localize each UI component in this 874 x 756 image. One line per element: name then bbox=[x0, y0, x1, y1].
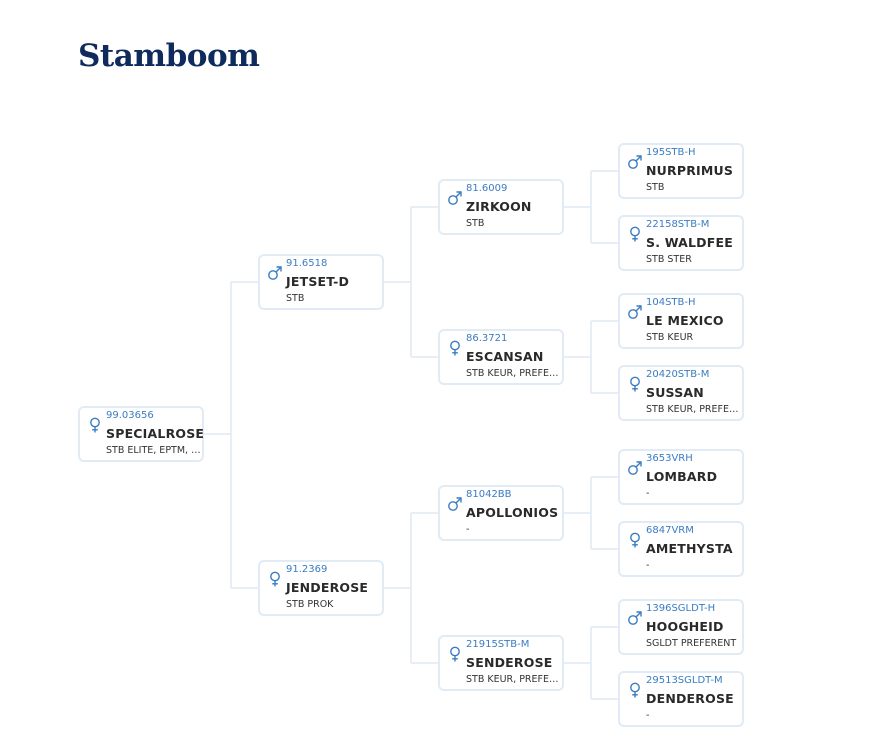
horse-name: ZIRKOON bbox=[466, 199, 532, 214]
male-icon bbox=[627, 460, 643, 476]
horse-name: DENDEROSE bbox=[646, 691, 734, 706]
registration-number: 22158STB-M bbox=[646, 219, 710, 230]
horse-card-ss-sire[interactable]: 195STB-H NURPRIMUS STB bbox=[618, 143, 744, 199]
female-icon bbox=[447, 646, 463, 662]
registration-number: 1396SGLDT-H bbox=[646, 603, 716, 614]
horse-name: ESCANSAN bbox=[466, 349, 544, 364]
connector-dam_dam bbox=[564, 626, 618, 700]
female-icon bbox=[267, 571, 283, 587]
registration-number: 99.03656 bbox=[106, 410, 154, 421]
horse-card-sd-dam[interactable]: 20420STB-M SUSSAN STB KEUR, PREFERENT bbox=[618, 365, 744, 421]
male-icon bbox=[447, 496, 463, 512]
registration-number: 91.2369 bbox=[286, 564, 328, 575]
horse-name: S. WALDFEE bbox=[646, 235, 733, 250]
connector-sire_sire bbox=[564, 170, 618, 244]
studbook-status: - bbox=[646, 560, 650, 571]
horse-card-dam-sire[interactable]: 81042BB APOLLONIOS - bbox=[438, 485, 564, 541]
connector-dam bbox=[384, 512, 438, 664]
male-icon bbox=[267, 265, 283, 281]
female-icon bbox=[627, 532, 643, 548]
male-icon bbox=[627, 304, 643, 320]
studbook-status: STB bbox=[286, 293, 305, 304]
registration-number: 20420STB-M bbox=[646, 369, 710, 380]
page-title: Stamboom bbox=[78, 38, 260, 74]
studbook-status: STB KEUR, PREFERENT bbox=[466, 674, 562, 685]
registration-number: 104STB-H bbox=[646, 297, 696, 308]
male-icon bbox=[627, 610, 643, 626]
horse-card-sire-dam[interactable]: 86.3721 ESCANSAN STB KEUR, PREFERENT bbox=[438, 329, 564, 385]
studbook-status: - bbox=[466, 524, 470, 535]
female-icon bbox=[87, 417, 103, 433]
horse-card-dd-dam[interactable]: 29513SGLDT-M DENDEROSE - bbox=[618, 671, 744, 727]
studbook-status: STB ELITE, EPTM, PREF bbox=[106, 445, 202, 456]
connector-root bbox=[204, 281, 258, 589]
studbook-status: STB STER bbox=[646, 254, 692, 265]
horse-name: AMETHYSTA bbox=[646, 541, 733, 556]
horse-card-dd-sire[interactable]: 1396SGLDT-H HOOGHEID SGLDT PREFERENT bbox=[618, 599, 744, 655]
registration-number: 86.3721 bbox=[466, 333, 508, 344]
registration-number: 81042BB bbox=[466, 489, 512, 500]
male-icon bbox=[627, 154, 643, 170]
horse-card-root[interactable]: 99.03656 SPECIALROSE STB ELITE, EPTM, PR… bbox=[78, 406, 204, 462]
horse-card-ds-sire[interactable]: 3653VRH LOMBARD - bbox=[618, 449, 744, 505]
studbook-status: STB KEUR bbox=[646, 332, 694, 343]
horse-name: LOMBARD bbox=[646, 469, 718, 484]
connector-sire bbox=[384, 206, 438, 358]
horse-card-dam[interactable]: 91.2369 JENDEROSE STB PROK bbox=[258, 560, 384, 616]
horse-name: JETSET-D bbox=[286, 274, 350, 289]
horse-name: NURPRIMUS bbox=[646, 163, 734, 178]
horse-card-dam-dam[interactable]: 21915STB-M SENDEROSE STB KEUR, PREFERENT bbox=[438, 635, 564, 691]
studbook-status: - bbox=[646, 710, 650, 721]
horse-card-sire[interactable]: 91.6518 JETSET-D STB bbox=[258, 254, 384, 310]
registration-number: 6847VRM bbox=[646, 525, 694, 536]
horse-name: SPECIALROSE bbox=[106, 426, 205, 441]
horse-name: SENDEROSE bbox=[466, 655, 553, 670]
horse-card-ds-dam[interactable]: 6847VRM AMETHYSTA - bbox=[618, 521, 744, 577]
horse-card-sire-sire[interactable]: 81.6009 ZIRKOON STB bbox=[438, 179, 564, 235]
male-icon bbox=[447, 190, 463, 206]
horse-name: HOOGHEID bbox=[646, 619, 724, 634]
studbook-status: STB bbox=[466, 218, 485, 229]
studbook-status: STB PROK bbox=[286, 599, 334, 610]
connector-sire_dam bbox=[564, 320, 618, 394]
connector-dam_sire bbox=[564, 476, 618, 550]
registration-number: 3653VRH bbox=[646, 453, 693, 464]
registration-number: 81.6009 bbox=[466, 183, 508, 194]
female-icon bbox=[627, 226, 643, 242]
horse-name: LE MEXICO bbox=[646, 313, 724, 328]
registration-number: 195STB-H bbox=[646, 147, 696, 158]
horse-name: APOLLONIOS bbox=[466, 505, 559, 520]
horse-name: JENDEROSE bbox=[286, 580, 369, 595]
studbook-status: STB KEUR, PREFERENT bbox=[646, 404, 742, 415]
studbook-status: - bbox=[646, 488, 650, 499]
female-icon bbox=[627, 682, 643, 698]
studbook-status: STB KEUR, PREFERENT bbox=[466, 368, 562, 379]
horse-name: SUSSAN bbox=[646, 385, 704, 400]
registration-number: 91.6518 bbox=[286, 258, 328, 269]
studbook-status: STB bbox=[646, 182, 665, 193]
studbook-status: SGLDT PREFERENT bbox=[646, 638, 737, 649]
horse-card-sd-sire[interactable]: 104STB-H LE MEXICO STB KEUR bbox=[618, 293, 744, 349]
registration-number: 21915STB-M bbox=[466, 639, 530, 650]
registration-number: 29513SGLDT-M bbox=[646, 675, 723, 686]
female-icon bbox=[627, 376, 643, 392]
female-icon bbox=[447, 340, 463, 356]
horse-card-ss-dam[interactable]: 22158STB-M S. WALDFEE STB STER bbox=[618, 215, 744, 271]
